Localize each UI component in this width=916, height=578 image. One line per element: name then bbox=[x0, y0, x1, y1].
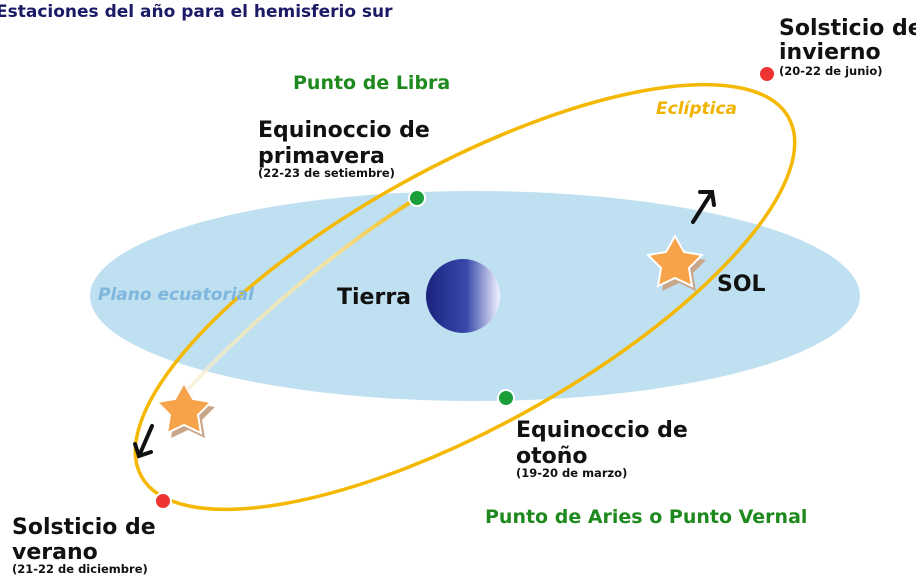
plano-ecuatorial-label: Plano ecuatorial bbox=[98, 285, 254, 305]
sol-label: SOL bbox=[717, 272, 766, 297]
ecliptica-label: Eclíptica bbox=[656, 99, 738, 119]
ecliptic-orbit bbox=[133, 82, 797, 512]
equinoccio-otono-date: (19-20 de marzo) bbox=[516, 466, 628, 480]
sun-star bbox=[645, 233, 706, 291]
equinox-primavera-dot bbox=[408, 189, 426, 207]
equinoccio-otono-line1: Equinoccio de bbox=[516, 418, 688, 443]
solstice-verano-dot bbox=[154, 492, 172, 510]
solstice-invierno-dot bbox=[758, 65, 776, 83]
equinox-otono-dot bbox=[497, 389, 515, 407]
tierra-label: Tierra bbox=[337, 285, 412, 310]
earth bbox=[426, 259, 500, 333]
sun-star-summer bbox=[154, 380, 215, 438]
arrow-down-icon bbox=[133, 424, 154, 459]
solsticio-verano-date: (21-22 de diciembre) bbox=[12, 562, 148, 576]
punto-libra-label: Punto de Libra bbox=[293, 72, 451, 94]
solsticio-verano-line1: Solsticio de bbox=[12, 515, 156, 540]
equinoccio-primavera-line2: primavera bbox=[258, 144, 385, 169]
solsticio-verano-line2: verano bbox=[12, 540, 98, 565]
equinoccio-primavera-line1: Equinoccio de bbox=[258, 118, 430, 143]
solsticio-invierno-line2: invierno bbox=[779, 40, 881, 65]
solsticio-invierno-date: (20-22 de junio) bbox=[779, 64, 883, 78]
arrow-up-icon bbox=[691, 190, 716, 224]
punto-aries-label: Punto de Aries o Punto Vernal bbox=[485, 506, 808, 528]
equinoccio-primavera-date: (22-23 de setiembre) bbox=[258, 166, 395, 180]
diagram-title: Estaciones del año para el hemisferio su… bbox=[0, 2, 393, 22]
ecliptic-back-arc bbox=[176, 196, 419, 402]
solsticio-invierno-line1: Solsticio de bbox=[779, 16, 916, 41]
equinoccio-otono-line2: otoño bbox=[516, 444, 588, 469]
